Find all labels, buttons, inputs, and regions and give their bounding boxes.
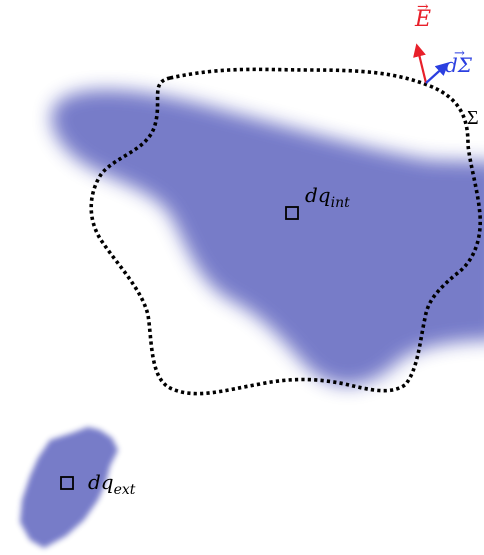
electric-field-arrow — [413, 43, 428, 84]
external-charge-label-sub: ext — [113, 481, 136, 498]
gaussian-surface-curve — [89, 67, 482, 396]
surface-element-label: → dΣ — [445, 47, 472, 77]
internal-charge-label-base: dq — [305, 183, 331, 207]
internal-charge-marker — [285, 206, 299, 220]
surface-element-arrow — [425, 62, 449, 84]
charge-distribution-external — [20, 427, 118, 548]
internal-charge-label-sub: int — [330, 194, 350, 211]
field-label-text: E — [415, 7, 432, 32]
external-charge-label-base: dq — [88, 470, 114, 494]
vector-arrow-accent: → — [454, 46, 465, 61]
external-charge-marker — [60, 476, 74, 490]
external-charge-label: dqext — [88, 472, 135, 497]
surface-element-label-text: dΣ — [445, 53, 472, 77]
internal-charge-label: dqint — [305, 185, 350, 210]
surface-label: Σ — [467, 107, 479, 129]
field-label: → E — [415, 0, 432, 32]
vector-arrow-accent: → — [417, 0, 429, 15]
charge-distribution-main — [51, 89, 484, 386]
